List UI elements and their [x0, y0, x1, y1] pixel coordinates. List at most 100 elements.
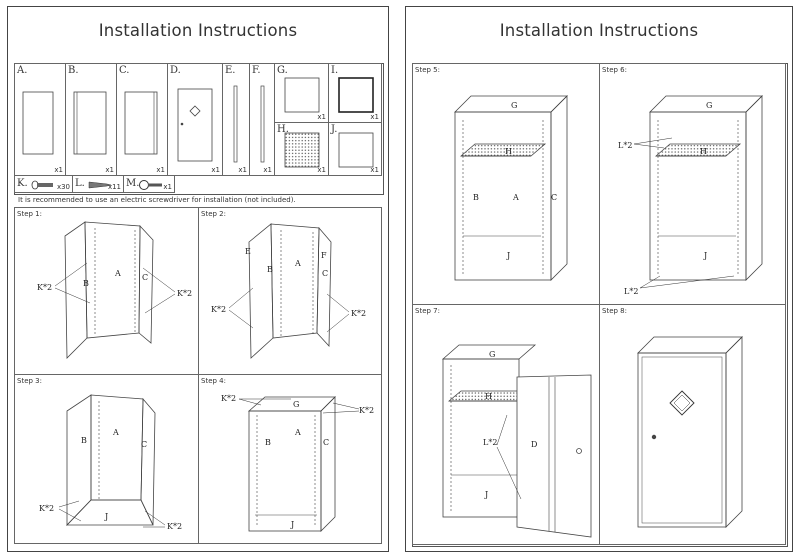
panel-label: H [485, 392, 492, 401]
screwdriver-note: It is recommended to use an electric scr… [18, 196, 296, 204]
step-3-diagram: B A C J K*2 K*2 [39, 394, 182, 531]
step-2-diagram: E F B A C K*2 K*2 [211, 223, 366, 359]
panel-label: G [706, 101, 712, 110]
step-4: Step 4: G B A C J K*2 K*2 [198, 374, 382, 544]
part-qty: x1 [317, 166, 326, 174]
part-qty: x1 [238, 166, 247, 174]
part-letter: H. [277, 124, 289, 135]
panel-label: D [531, 440, 537, 449]
part-letter: C. [119, 65, 130, 76]
panel-label: H [505, 147, 512, 156]
hardware-qty: x11 [107, 183, 121, 191]
hardware-k: K. x30 [14, 175, 73, 193]
step-1: Step 1: B A C K*2 K*2 [14, 207, 199, 375]
panel-label: A [512, 193, 519, 202]
part-letter: A. [17, 65, 28, 76]
panel-label: B [267, 265, 273, 274]
step-6: Step 6: G H J L*2 L*2 [599, 63, 786, 305]
panel-label: G [511, 101, 517, 110]
panel-label: A [294, 259, 301, 268]
panel-label: G [293, 400, 299, 409]
panel-label: G [489, 350, 495, 359]
step-label: Step 2: [201, 210, 226, 218]
part-i: I. x1 [328, 63, 382, 123]
screw-l-icon [88, 181, 112, 189]
panel-label: B [265, 438, 271, 447]
step-label: Step 4: [201, 377, 226, 385]
rail-f-icon [260, 85, 265, 163]
panel-label: C [142, 273, 148, 282]
side-panel-c-icon [124, 91, 158, 155]
part-qty: x1 [317, 113, 326, 121]
panel-label: A [114, 269, 121, 278]
part-a: A. x1 [14, 63, 66, 176]
shelf-h-icon [284, 132, 320, 168]
panel-label: J [290, 520, 294, 529]
step-7-diagram: G H D J L*2 [441, 344, 592, 538]
callout-label: L*2 [483, 438, 497, 447]
step-3: Step 3: B A C J K*2 K*2 [14, 374, 199, 544]
panel-label: J [506, 251, 510, 260]
part-letter: I. [331, 65, 339, 76]
panel-label: A [112, 428, 119, 437]
panel-label: C [551, 193, 557, 202]
callout-label: K*2 [221, 394, 236, 403]
panel-label: J [104, 512, 108, 521]
part-qty: x1 [105, 166, 114, 174]
part-letter: G. [277, 65, 288, 76]
key-m-icon [139, 180, 162, 190]
hardware-qty: x1 [163, 183, 172, 191]
panel-label: C [323, 438, 329, 447]
panel-label: E [245, 247, 251, 256]
part-qty: x1 [263, 166, 272, 174]
part-h: H. x1 [274, 122, 329, 176]
bottom-panel-j-icon [338, 132, 374, 168]
part-letter: F. [252, 65, 261, 76]
panel-a-icon [22, 91, 54, 155]
part-qty: x1 [54, 166, 63, 174]
hardware-qty: x30 [56, 183, 70, 191]
part-c: C. x1 [116, 63, 168, 176]
step-label: Step 8: [602, 307, 627, 315]
step-5-diagram: G H B A C J [454, 95, 568, 281]
step-2: Step 2: E F B A C K*2 K*2 [198, 207, 382, 375]
panel-label: A [294, 428, 301, 437]
part-b: B. x1 [65, 63, 117, 176]
panel-label: C [141, 440, 147, 449]
top-panel-g-icon [284, 77, 320, 113]
callout-label: K*2 [177, 289, 192, 298]
step-1-diagram: B A C K*2 K*2 [37, 221, 192, 359]
step-5: Step 5: G H B A C J [412, 63, 600, 305]
hardware-letter: M. [126, 178, 140, 189]
step-label: Step 3: [17, 377, 42, 385]
panel-i-icon [338, 77, 374, 113]
panel-label: H [700, 147, 707, 156]
step-8-diagram [637, 336, 743, 528]
callout-label: K*2 [359, 406, 374, 415]
hardware-l: L. x11 [72, 175, 124, 193]
step-8: Step 8: [599, 304, 786, 545]
callout-label: L*2 [624, 287, 638, 296]
right-page: Installation Instructions Step 5: G H B … [405, 6, 793, 552]
panel-label: B [473, 193, 479, 202]
callout-label: K*2 [37, 283, 52, 292]
callout-label: K*2 [211, 305, 226, 314]
part-j: J. x1 [328, 122, 382, 176]
step-label: Step 1: [17, 210, 42, 218]
side-panel-b-icon [73, 91, 107, 155]
right-page-title: Installation Instructions [499, 21, 699, 40]
step-label: Step 5: [415, 66, 440, 74]
step-6-diagram: G H J L*2 L*2 [618, 95, 763, 296]
part-letter: J. [331, 124, 338, 135]
part-qty: x1 [211, 166, 220, 174]
part-qty: x1 [156, 166, 165, 174]
step-4-diagram: G B A C J K*2 K*2 [221, 394, 374, 532]
panel-label: B [81, 436, 87, 445]
left-page-title: Installation Instructions [98, 21, 298, 40]
hardware-m: M. x1 [123, 175, 175, 193]
callout-label: L*2 [618, 141, 632, 150]
callout-label: K*2 [167, 522, 182, 531]
part-f: F. x1 [249, 63, 275, 176]
hardware-letter: L. [75, 178, 85, 189]
callout-label: K*2 [39, 504, 54, 513]
